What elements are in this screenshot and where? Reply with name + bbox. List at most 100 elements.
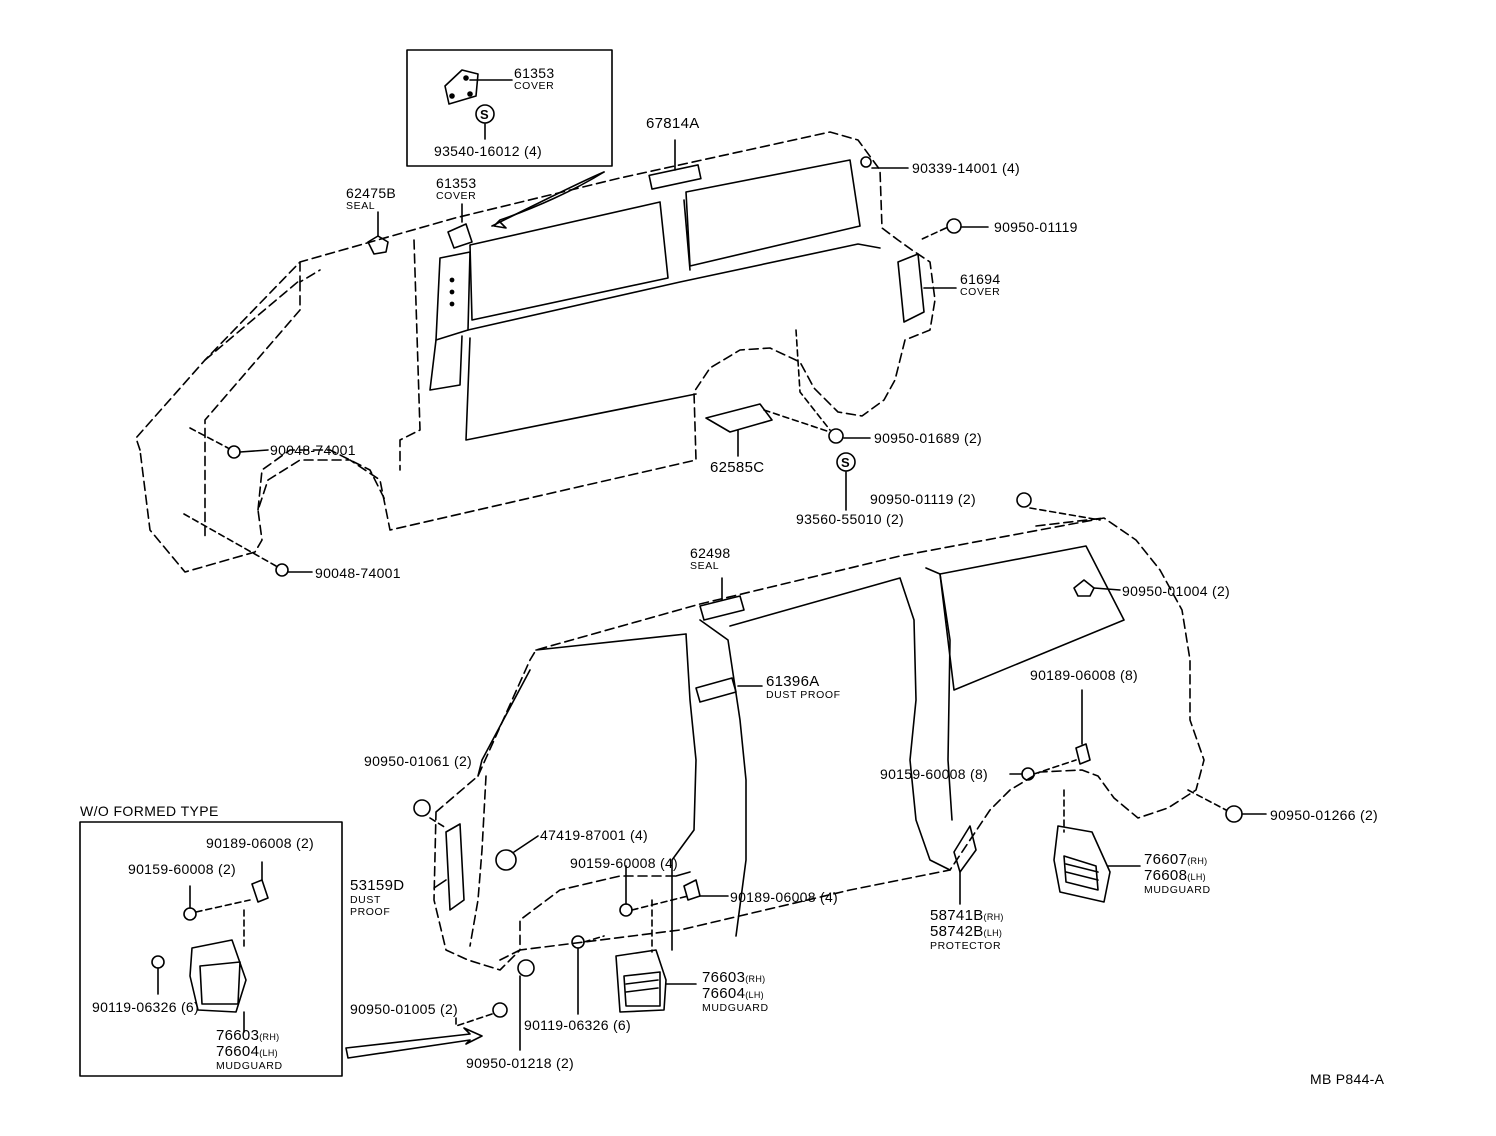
label-mudguard-rear: 76607(RH) 76608(LH) MUDGUARD bbox=[1144, 852, 1211, 896]
protector-lh-part: 58742B bbox=[930, 922, 984, 940]
protector-rh: (RH) bbox=[983, 912, 1004, 922]
wo-mudguard-rh-part: 76603 bbox=[216, 1027, 260, 1044]
label-wo-bolt-lower: 90119-06326 (6) bbox=[92, 999, 199, 1015]
inset-part-desc: COVER bbox=[514, 80, 555, 92]
wo-screw-icon bbox=[251, 879, 269, 903]
clip-90950-01061 bbox=[413, 799, 431, 817]
protector-desc: PROTECTOR bbox=[930, 939, 1002, 952]
clip-90950-01689 bbox=[828, 428, 844, 444]
wo-mudguard-icon bbox=[189, 939, 247, 1013]
label-wo-mudguard: 76603(RH) 76604(LH) MUDGUARD bbox=[216, 1028, 283, 1072]
label-90950-01218: 90950-01218 (2) bbox=[466, 1055, 575, 1071]
wo-mudguard-desc: MUDGUARD bbox=[216, 1059, 283, 1072]
mudguard-front bbox=[615, 949, 667, 1013]
screw-90189-front bbox=[683, 879, 701, 901]
label-90950-01266: 90950-01266 (2) bbox=[1270, 807, 1379, 823]
label-93560: 93560-55010 (2) bbox=[796, 511, 905, 527]
inset-s-glyph: S bbox=[480, 107, 489, 122]
label-61694: 61694 COVER bbox=[960, 272, 1000, 298]
label-wo-bolt: 90159-60008 (2) bbox=[128, 861, 237, 877]
label-90950-01119-2: 90950-01119 (2) bbox=[870, 491, 976, 507]
protector-rh-part: 58741B bbox=[930, 907, 984, 924]
label-protector: 58741B(RH) 58742B(LH) PROTECTOR bbox=[930, 908, 1004, 952]
seal-67814A bbox=[648, 164, 702, 190]
mudguard-rear-rh-part: 76607 bbox=[1144, 851, 1188, 868]
wo-bolt-icon bbox=[183, 907, 197, 921]
cover-61353-desc: COVER bbox=[436, 190, 477, 202]
cover-61694-part: 61694 bbox=[960, 271, 1001, 287]
label-mudguard-front: 76603(RH) 76604(LH) MUDGUARD bbox=[702, 970, 769, 1014]
mudguard-front-rh: (RH) bbox=[745, 974, 766, 984]
mudguard-rear bbox=[1053, 825, 1111, 903]
screw-upper bbox=[227, 445, 241, 459]
seal-62498 bbox=[699, 595, 745, 621]
label-90950-01004: 90950-01004 (2) bbox=[1122, 583, 1231, 599]
protector-lh: (LH) bbox=[983, 927, 1003, 938]
label-90189-rear: 90189-06008 (8) bbox=[1030, 667, 1139, 683]
inset-symbol-circle bbox=[475, 104, 495, 124]
diagram-code: MB P844-A bbox=[1310, 1071, 1385, 1087]
plug-47419 bbox=[495, 849, 517, 871]
mudguard-rear-lh-part: 76608 bbox=[1144, 866, 1188, 884]
label-90950-01061: 90950-01061 (2) bbox=[364, 753, 473, 769]
label-61353-mid: 61353 COVER bbox=[436, 176, 476, 202]
cover-61694-desc: COVER bbox=[960, 286, 1001, 298]
label-inset-part: 61353 COVER bbox=[514, 66, 554, 92]
wo-box-title: W/O FORMED TYPE bbox=[80, 803, 219, 819]
cover-61694 bbox=[897, 253, 925, 323]
clip-90950-01004 bbox=[1073, 579, 1095, 597]
inset-arrow bbox=[493, 171, 605, 229]
label-61396A: 61396A DUST PROOF bbox=[766, 674, 841, 701]
mudguard-front-rh-part: 76603 bbox=[702, 969, 746, 986]
mudguard-front-desc: MUDGUARD bbox=[702, 1001, 769, 1014]
wo-mudguard-rh: (RH) bbox=[259, 1032, 280, 1042]
seal-62475B-part: 62475B bbox=[346, 185, 397, 201]
label-90950-01119: 90950-01119 bbox=[994, 219, 1078, 235]
label-90159-front: 90159-60008 (4) bbox=[570, 855, 679, 871]
label-90339: 90339-14001 (4) bbox=[912, 160, 1021, 176]
label-53159D: 53159D DUST PROOF bbox=[350, 878, 404, 918]
plate-62585C bbox=[705, 403, 773, 433]
upper-body-outline bbox=[135, 131, 936, 573]
mudguard-rear-desc: MUDGUARD bbox=[1144, 883, 1211, 896]
label-wo-screw: 90189-06008 (2) bbox=[206, 835, 315, 851]
inset-part-number: 61353 bbox=[514, 65, 555, 81]
upper-front-door-line bbox=[204, 279, 301, 541]
mudguard-rear-lh: (LH) bbox=[1187, 871, 1206, 882]
label-62498: 62498 SEAL bbox=[690, 546, 730, 572]
label-inset-fastener: 93540-16012 (4) bbox=[434, 143, 543, 159]
wo-mudguard-lh-part: 76604 bbox=[216, 1042, 260, 1060]
inset-cover-icon bbox=[444, 69, 479, 105]
clip-90950-01119 bbox=[946, 218, 962, 234]
mudguard-rear-rh: (RH) bbox=[1187, 856, 1208, 866]
seal-62498-desc: SEAL bbox=[690, 560, 720, 572]
clip-90950-01005 bbox=[492, 1002, 508, 1018]
label-62585C: 62585C bbox=[710, 459, 765, 476]
lower-s-glyph: S bbox=[841, 455, 850, 470]
label-67814A: 67814A bbox=[646, 115, 700, 132]
label-90048-upper: 90048-74001 bbox=[270, 442, 356, 458]
dust-proof-61396A bbox=[695, 677, 737, 703]
bolt-90159-front bbox=[619, 903, 633, 917]
seal-62498-part: 62498 bbox=[690, 545, 731, 561]
lower-body-outline bbox=[433, 517, 1205, 971]
bolt-90159-rear bbox=[1021, 767, 1035, 781]
clip-90950-01119-2 bbox=[1016, 492, 1032, 508]
label-90048-lower: 90048-74001 bbox=[315, 565, 401, 581]
dust-proof-front-desc1: DUST bbox=[350, 893, 381, 906]
wo-arrow bbox=[345, 1027, 483, 1059]
clip-90950-01218 bbox=[517, 959, 535, 977]
cover-61353-mid bbox=[447, 223, 473, 249]
dust-proof-front-desc2: PROOF bbox=[350, 905, 391, 918]
screw-90189-rear bbox=[1075, 743, 1091, 765]
label-90189-front: 90189-06008 (4) bbox=[730, 889, 839, 905]
upper-window-rear bbox=[685, 159, 861, 267]
clip-90950-01266 bbox=[1225, 805, 1243, 823]
inset-box-frame bbox=[406, 49, 613, 167]
dust-proof-53159D bbox=[445, 823, 465, 911]
mudguard-front-lh-part: 76604 bbox=[702, 984, 746, 1002]
seal-62475B-desc: SEAL bbox=[346, 200, 376, 212]
mudguard-front-lh: (LH) bbox=[745, 989, 764, 1000]
protector-5874x bbox=[953, 825, 977, 873]
label-90950-01689: 90950-01689 (2) bbox=[874, 430, 983, 446]
